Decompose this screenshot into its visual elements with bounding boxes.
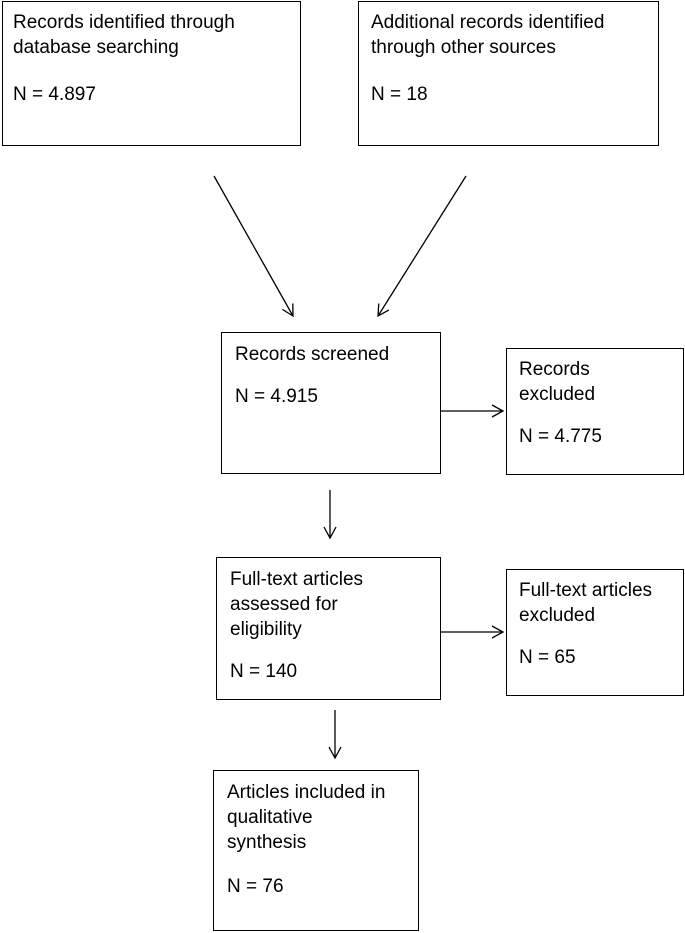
records-excluded-label: Records excluded — [519, 359, 596, 405]
records-excluded-box: Records excluded N = 4.775 — [506, 348, 684, 475]
additional-records-count: N = 18 — [371, 84, 428, 105]
articles-included-label: Articles included in qualitative synthes… — [227, 782, 386, 853]
articles-included-count: N = 76 — [227, 876, 284, 897]
full-text-assessed-count: N = 140 — [230, 661, 298, 682]
records-identified-database-box: Records identified through database sear… — [2, 1, 301, 146]
records-screened-box: Records screened N = 4.915 — [221, 332, 441, 474]
records-screened-label: Records screened — [235, 344, 390, 365]
records-identified-database-label: Records identified through database sear… — [13, 12, 235, 58]
full-text-excluded-count: N = 65 — [519, 647, 576, 668]
records-identified-database-count: N = 4.897 — [13, 84, 96, 105]
records-screened-count: N = 4.915 — [235, 386, 318, 407]
articles-included-box: Articles included in qualitative synthes… — [213, 770, 419, 931]
additional-records-box: Additional records identified through ot… — [358, 1, 659, 146]
full-text-assessed-box: Full-text articles assessed for eligibil… — [216, 557, 441, 700]
full-text-excluded-box: Full-text articles excluded N = 65 — [506, 569, 684, 696]
arrow-db-to-screened — [213, 175, 294, 318]
additional-records-label: Additional records identified through ot… — [371, 12, 605, 58]
full-text-excluded-label: Full-text articles excluded — [519, 580, 653, 626]
records-excluded-count: N = 4.775 — [519, 426, 602, 447]
full-text-assessed-label: Full-text articles assessed for eligibil… — [230, 569, 364, 640]
arrow-other-to-screened — [377, 175, 467, 318]
